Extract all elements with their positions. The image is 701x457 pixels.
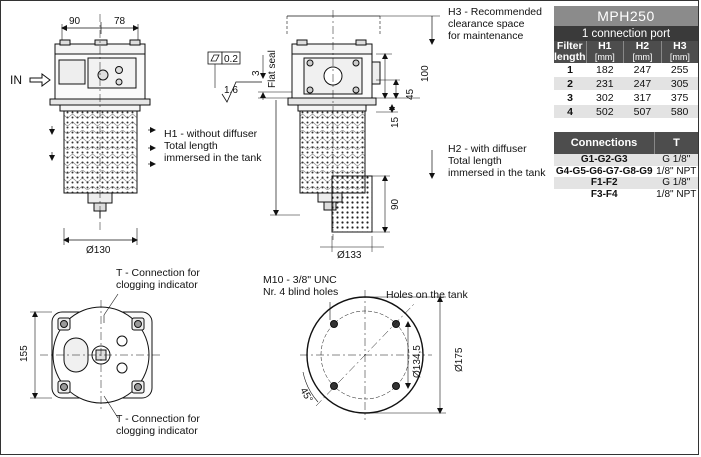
hdr-t: T xyxy=(654,132,698,154)
table-row: G1-G2-G3 G 1/8" xyxy=(554,154,698,166)
dim-100: 100 xyxy=(420,65,431,82)
table-row: 2 231 247 305 xyxy=(554,76,698,91)
hdr-h3-unit: [mm] xyxy=(669,52,690,62)
table-row: F3-F4 1/8" NPT xyxy=(554,188,698,200)
cell-thread: 1/8" NPT xyxy=(654,188,698,200)
hdr-h2-unit: [mm] xyxy=(632,52,653,62)
cell-connection: G4-G5-G6-G7-G8-G9 xyxy=(554,165,655,177)
hdr-h2: H2 xyxy=(635,40,650,52)
h2-note-line2: Total length xyxy=(448,155,502,167)
dim-d130: Ø130 xyxy=(86,245,111,256)
cell-h3: 255 xyxy=(661,63,698,77)
cell-h1: 502 xyxy=(586,104,624,119)
cell-thread: G 1/8" xyxy=(654,154,698,166)
dim-45deg: 45° xyxy=(297,386,314,405)
cell-connection: F3-F4 xyxy=(554,188,655,200)
dim-90-diffuser: 90 xyxy=(390,198,401,210)
cell-len: 3 xyxy=(554,90,586,105)
table-row: 1 182 247 255 xyxy=(554,63,698,77)
hdr-h1-unit: [mm] xyxy=(594,52,615,62)
cell-connection: F1-F2 xyxy=(554,177,655,189)
h1-note-line3: immersed in the tank xyxy=(164,152,262,164)
cell-h2: 507 xyxy=(623,104,662,119)
holes-label: Holes on the tank xyxy=(386,289,468,301)
dim-78: 78 xyxy=(114,16,126,27)
h3-note-line1: H3 - Recommended xyxy=(448,6,542,18)
dim-d1345: Ø134,5 xyxy=(412,345,423,378)
table-row: 4 502 507 580 xyxy=(554,104,698,119)
hdr-h3: H3 xyxy=(673,40,687,52)
dim-90: 90 xyxy=(69,16,81,27)
front-view xyxy=(29,14,156,245)
model-title: MPH250 xyxy=(554,6,698,26)
cell-len: 2 xyxy=(554,76,586,91)
cell-h2: 247 xyxy=(623,63,662,77)
t-bottom-line2: clogging indicator xyxy=(116,425,198,437)
cell-h2: 247 xyxy=(623,76,662,91)
side-view xyxy=(207,10,440,252)
hdr-connections: Connections xyxy=(554,132,655,154)
h3-note-line3: for maintenance xyxy=(448,30,523,42)
cell-h3: 375 xyxy=(661,90,698,105)
connections-table: Connections T G1-G2-G3 G 1/8" G4-G5-G6-G… xyxy=(554,132,698,200)
t-top-line2: clogging indicator xyxy=(116,279,198,291)
dim-15: 15 xyxy=(390,116,401,128)
table-row: 3 302 317 375 xyxy=(554,90,698,105)
h2-note-line3: immersed in the tank xyxy=(448,167,546,179)
cell-h1: 302 xyxy=(586,90,624,105)
cell-h3: 580 xyxy=(661,104,698,119)
cell-h1: 182 xyxy=(586,63,624,77)
tank-holes-view xyxy=(300,290,446,420)
h3-note-line2: clearance space xyxy=(448,18,525,30)
h1-note-line2: Total length xyxy=(164,140,218,152)
m10-line2: Nr. 4 blind holes xyxy=(263,286,338,298)
dim-45: 45 xyxy=(405,88,416,100)
cell-h1: 231 xyxy=(586,76,624,91)
table-row: G4-G5-G6-G7-G8-G9 1/8" NPT xyxy=(554,165,698,177)
roughness-value: 1.6 xyxy=(224,85,238,96)
hdr-h1: H1 xyxy=(598,40,612,52)
cell-h3: 305 xyxy=(661,76,698,91)
in-label: IN xyxy=(10,73,22,87)
cell-connection: G1-G2-G3 xyxy=(554,154,655,166)
table-row: F1-F2 G 1/8" xyxy=(554,177,698,189)
cell-len: 1 xyxy=(554,63,586,77)
tolerance-value: 0.2 xyxy=(224,54,238,65)
dim-d133: Ø133 xyxy=(337,250,362,261)
dim-d175: Ø175 xyxy=(454,347,465,372)
h2-note-line1: H2 - with diffuser xyxy=(448,143,527,155)
t-top-line1: T - Connection for xyxy=(116,267,200,279)
flat-seal-label: Flat seal xyxy=(267,50,278,88)
cell-len: 4 xyxy=(554,104,586,119)
hdr-length: length xyxy=(554,51,586,63)
t-bottom-line1: T - Connection for xyxy=(116,413,200,425)
connection-subtitle: 1 connection port xyxy=(554,26,698,41)
h1-note-line1: H1 - without diffuser xyxy=(164,128,258,140)
cell-thread: 1/8" NPT xyxy=(654,165,698,177)
cell-h2: 317 xyxy=(623,90,662,105)
seal-num: 3 xyxy=(251,70,262,76)
cell-thread: G 1/8" xyxy=(654,177,698,189)
top-view xyxy=(30,293,162,419)
hdr-filter: Filter xyxy=(556,40,583,52)
m10-line1: M10 - 3/8" UNC xyxy=(263,274,337,286)
dim-155: 155 xyxy=(19,345,30,362)
